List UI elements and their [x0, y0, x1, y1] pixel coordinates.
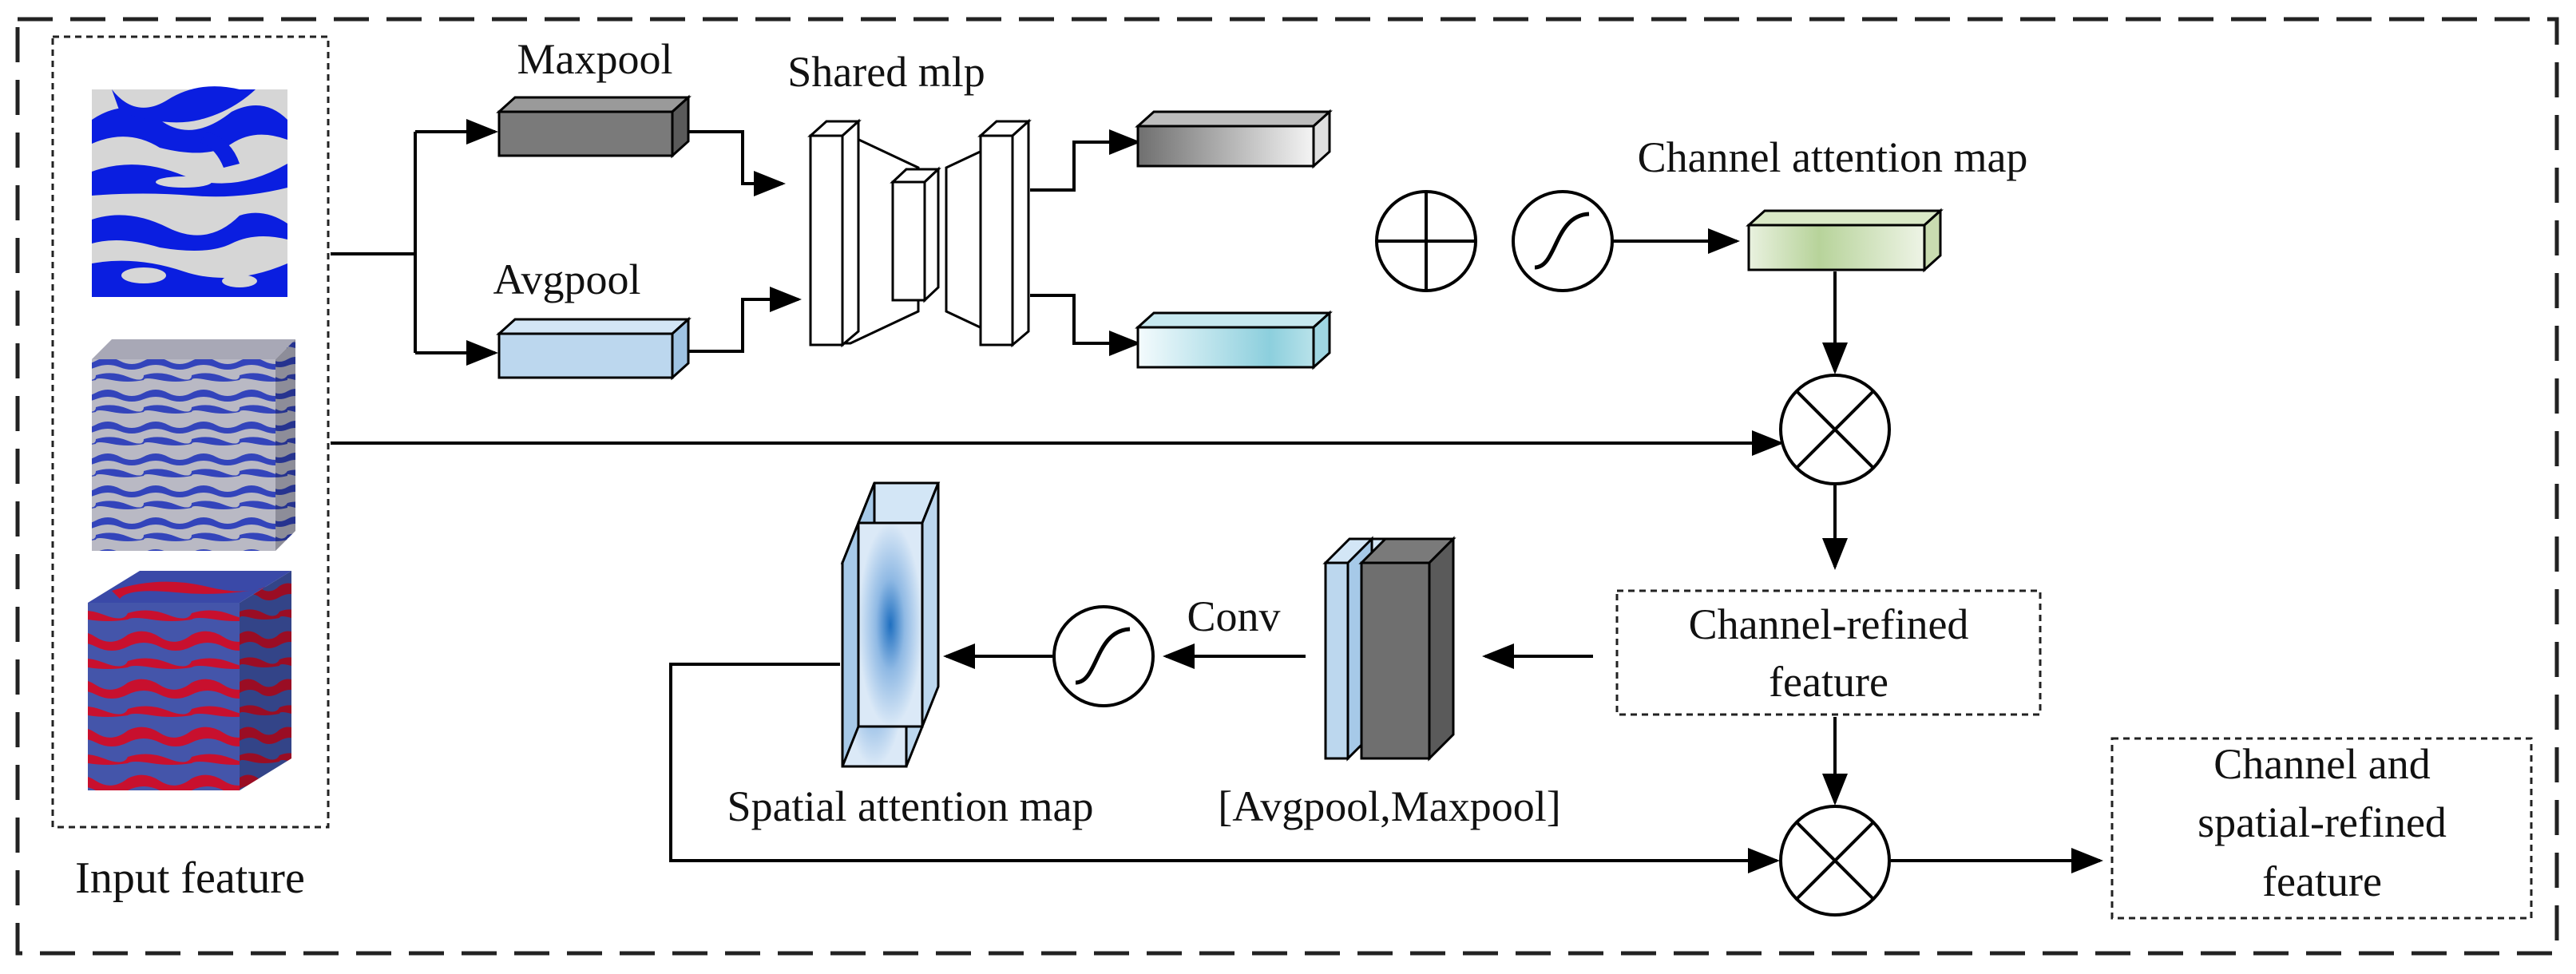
channel-attention-map-block	[1746, 208, 1944, 273]
maxpool-label: Maxpool	[517, 35, 673, 83]
avg-max-pool-label: [Avgpool,Maxpool]	[1218, 782, 1560, 830]
circle-plus-icon	[1375, 190, 1477, 292]
spatial-attention-map-block	[840, 481, 941, 768]
avgpool-label: Avgpool	[493, 255, 641, 303]
input-connectors	[331, 119, 1784, 456]
mlp-output-connectors	[1030, 129, 1141, 356]
microstructure-image	[92, 86, 287, 297]
circle-times-icon	[1779, 374, 1891, 485]
sigmoid-icon	[1512, 190, 1614, 292]
shared-mlp-block	[807, 118, 1032, 348]
maxpool-block	[496, 94, 692, 159]
output-label-line1: Channel and	[2213, 740, 2430, 788]
avgpool-block	[496, 316, 692, 381]
output-label-line2: spatial-refined	[2198, 798, 2447, 846]
input-feature-label: Input feature	[75, 853, 305, 903]
shared-mlp-label: Shared mlp	[787, 48, 985, 96]
output-feature-box	[2110, 737, 2533, 920]
sigmoid-icon	[1052, 605, 1155, 707]
avg-max-pool-stack	[1322, 536, 1456, 762]
channel-refined-label-line2: feature	[1769, 658, 1888, 706]
output-label-line3: feature	[2262, 857, 2382, 905]
outer-frame	[15, 17, 2559, 956]
circle-times-icon	[1779, 805, 1891, 917]
pool-to-mlp-connectors	[688, 130, 802, 353]
channel-attention-map-label: Channel attention map	[1638, 133, 2028, 181]
spatial-attention-map-label: Spatial attention map	[727, 782, 1094, 830]
channel-refined-label-line1: Channel-refined	[1689, 600, 1969, 648]
mlp-output-max	[1135, 109, 1333, 169]
spatial-to-multiply-connector	[669, 663, 1780, 873]
conv-label: Conv	[1187, 592, 1280, 640]
channel-refined-feature-box	[1615, 589, 2042, 716]
input-feature-box	[51, 35, 330, 829]
phase-cube-image	[88, 571, 291, 790]
porous-cube-image	[92, 339, 295, 551]
mlp-output-avg	[1135, 310, 1333, 370]
